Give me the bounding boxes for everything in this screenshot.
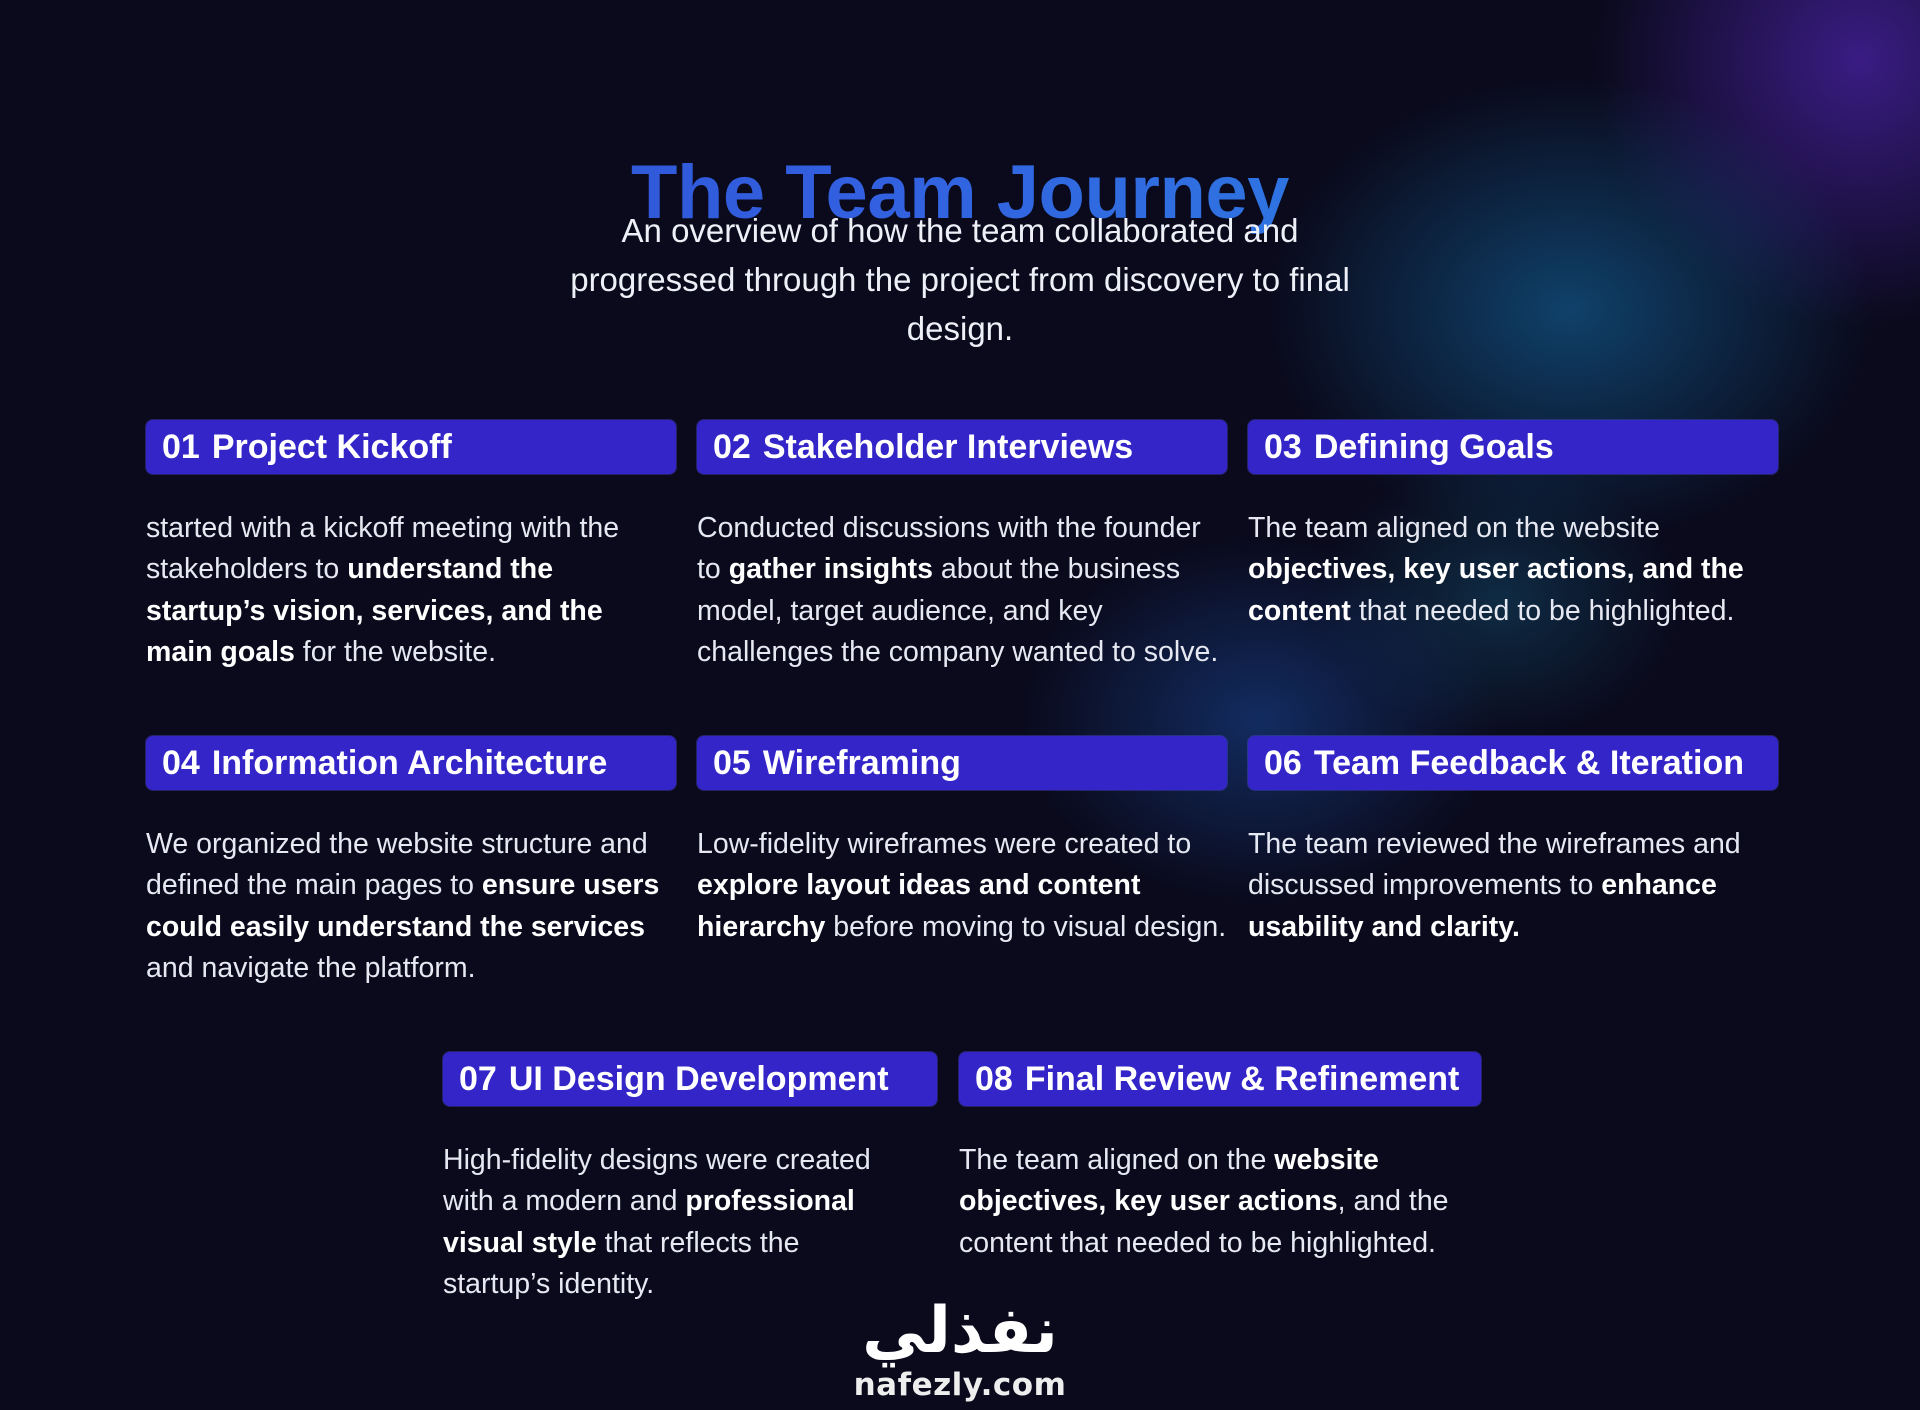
step-description: started with a kickoff meeting with the … bbox=[146, 508, 676, 673]
step-title-pill: 05 Wireframing bbox=[697, 736, 1227, 790]
description-text: that reflects the startup’s identity. bbox=[443, 1226, 800, 1300]
description-text: The team reviewed the wireframes and dis… bbox=[1248, 828, 1741, 902]
description-text: that needed to be highlighted. bbox=[1350, 594, 1735, 627]
nafezly-logo: نفذلي nafezly.com bbox=[850, 1296, 1070, 1404]
step-description: The team aligned on the website objectiv… bbox=[1248, 508, 1778, 632]
step-title: Information Architecture bbox=[211, 743, 608, 782]
step-03-card: 03 Defining Goals The team aligned on th… bbox=[1248, 420, 1778, 632]
step-title: Wireframing bbox=[762, 743, 961, 782]
step-04-card: 04 Information Architecture We organized… bbox=[146, 736, 676, 989]
highlighted-text: enhance usability and clarity. bbox=[1248, 869, 1717, 943]
description-text: before moving to visual design. bbox=[825, 910, 1227, 943]
step-title: Defining Goals bbox=[1313, 427, 1554, 466]
step-title: UI Design Development bbox=[508, 1059, 889, 1098]
step-description: We organized the website structure and d… bbox=[146, 824, 676, 989]
step-description: Low-fidelity wireframes were created to … bbox=[697, 824, 1227, 948]
step-06-card: 06 Team Feedback & Iteration The team re… bbox=[1248, 736, 1778, 948]
step-number: 03 bbox=[1264, 427, 1302, 466]
step-number: 04 bbox=[162, 743, 200, 782]
highlighted-text: gather insights bbox=[728, 553, 933, 586]
highlighted-text: professional visual style bbox=[443, 1185, 855, 1259]
step-title-pill: 01 Project Kickoff bbox=[146, 420, 676, 474]
step-title-pill: 06 Team Feedback & Iteration bbox=[1248, 736, 1778, 790]
step-08-card: 08 Final Review & Refinement The team al… bbox=[959, 1052, 1481, 1264]
highlighted-text: understand the startup’s vision, service… bbox=[146, 553, 603, 668]
step-title: Team Feedback & Iteration bbox=[1313, 743, 1744, 782]
logo-domain: nafezly.com bbox=[853, 1367, 1067, 1403]
step-description: High-fidelity designs were created with … bbox=[443, 1140, 873, 1305]
page-title: The Team Journey bbox=[0, 147, 1920, 239]
description-text: We organized the website structure and d… bbox=[146, 828, 648, 902]
description-text: Low-fidelity wireframes were created to bbox=[697, 828, 1192, 860]
highlighted-text: website objectives, key user actions bbox=[959, 1144, 1379, 1218]
step-title: Stakeholder Interviews bbox=[762, 427, 1134, 466]
description-text: High-fidelity designs were created with … bbox=[443, 1144, 871, 1218]
step-title-pill: 03 Defining Goals bbox=[1248, 420, 1778, 474]
step-description: Conducted discussions with the founder t… bbox=[697, 508, 1227, 673]
step-02-card: 02 Stakeholder Interviews Conducted disc… bbox=[697, 420, 1227, 673]
step-title-pill: 07 UI Design Development bbox=[443, 1052, 937, 1106]
description-text: started with a kickoff meeting with the … bbox=[146, 512, 620, 586]
description-text: Conducted discussions with the founder t… bbox=[697, 512, 1201, 586]
step-number: 08 bbox=[975, 1059, 1013, 1098]
step-number: 06 bbox=[1264, 743, 1302, 782]
description-text: and navigate the platform. bbox=[146, 951, 476, 984]
step-title: Project Kickoff bbox=[211, 427, 452, 466]
description-text: , and the content that needed to be high… bbox=[959, 1185, 1449, 1259]
step-number: 07 bbox=[459, 1059, 497, 1098]
description-text: The team aligned on the bbox=[959, 1144, 1275, 1176]
step-description: The team reviewed the wireframes and dis… bbox=[1248, 824, 1778, 948]
step-title-pill: 08 Final Review & Refinement bbox=[959, 1052, 1481, 1106]
step-05-card: 05 Wireframing Low-fidelity wireframes w… bbox=[697, 736, 1227, 948]
step-number: 05 bbox=[713, 743, 751, 782]
step-title: Final Review & Refinement bbox=[1024, 1059, 1460, 1098]
logo-arabic-wordmark: نفذلي bbox=[862, 1294, 1058, 1368]
description-text: for the website. bbox=[294, 635, 497, 668]
step-description: The team aligned on the website objectiv… bbox=[959, 1140, 1481, 1264]
step-number: 02 bbox=[713, 427, 751, 466]
highlighted-text: ensure users could easily understand the… bbox=[146, 869, 660, 943]
step-title-pill: 02 Stakeholder Interviews bbox=[697, 420, 1227, 474]
description-text: The team aligned on the website bbox=[1248, 512, 1660, 544]
step-title-pill: 04 Information Architecture bbox=[146, 736, 676, 790]
page-subtitle: An overview of how the team collaborated… bbox=[570, 212, 1350, 347]
highlighted-text: explore layout ideas and content hierarc… bbox=[697, 869, 1141, 943]
step-number: 01 bbox=[162, 427, 200, 466]
highlighted-text: objectives, key user actions, and the co… bbox=[1248, 553, 1744, 627]
step-07-card: 07 UI Design Development High-fidelity d… bbox=[443, 1052, 937, 1305]
step-01-card: 01 Project Kickoff started with a kickof… bbox=[146, 420, 676, 673]
description-text: about the business model, target audienc… bbox=[697, 553, 1219, 668]
